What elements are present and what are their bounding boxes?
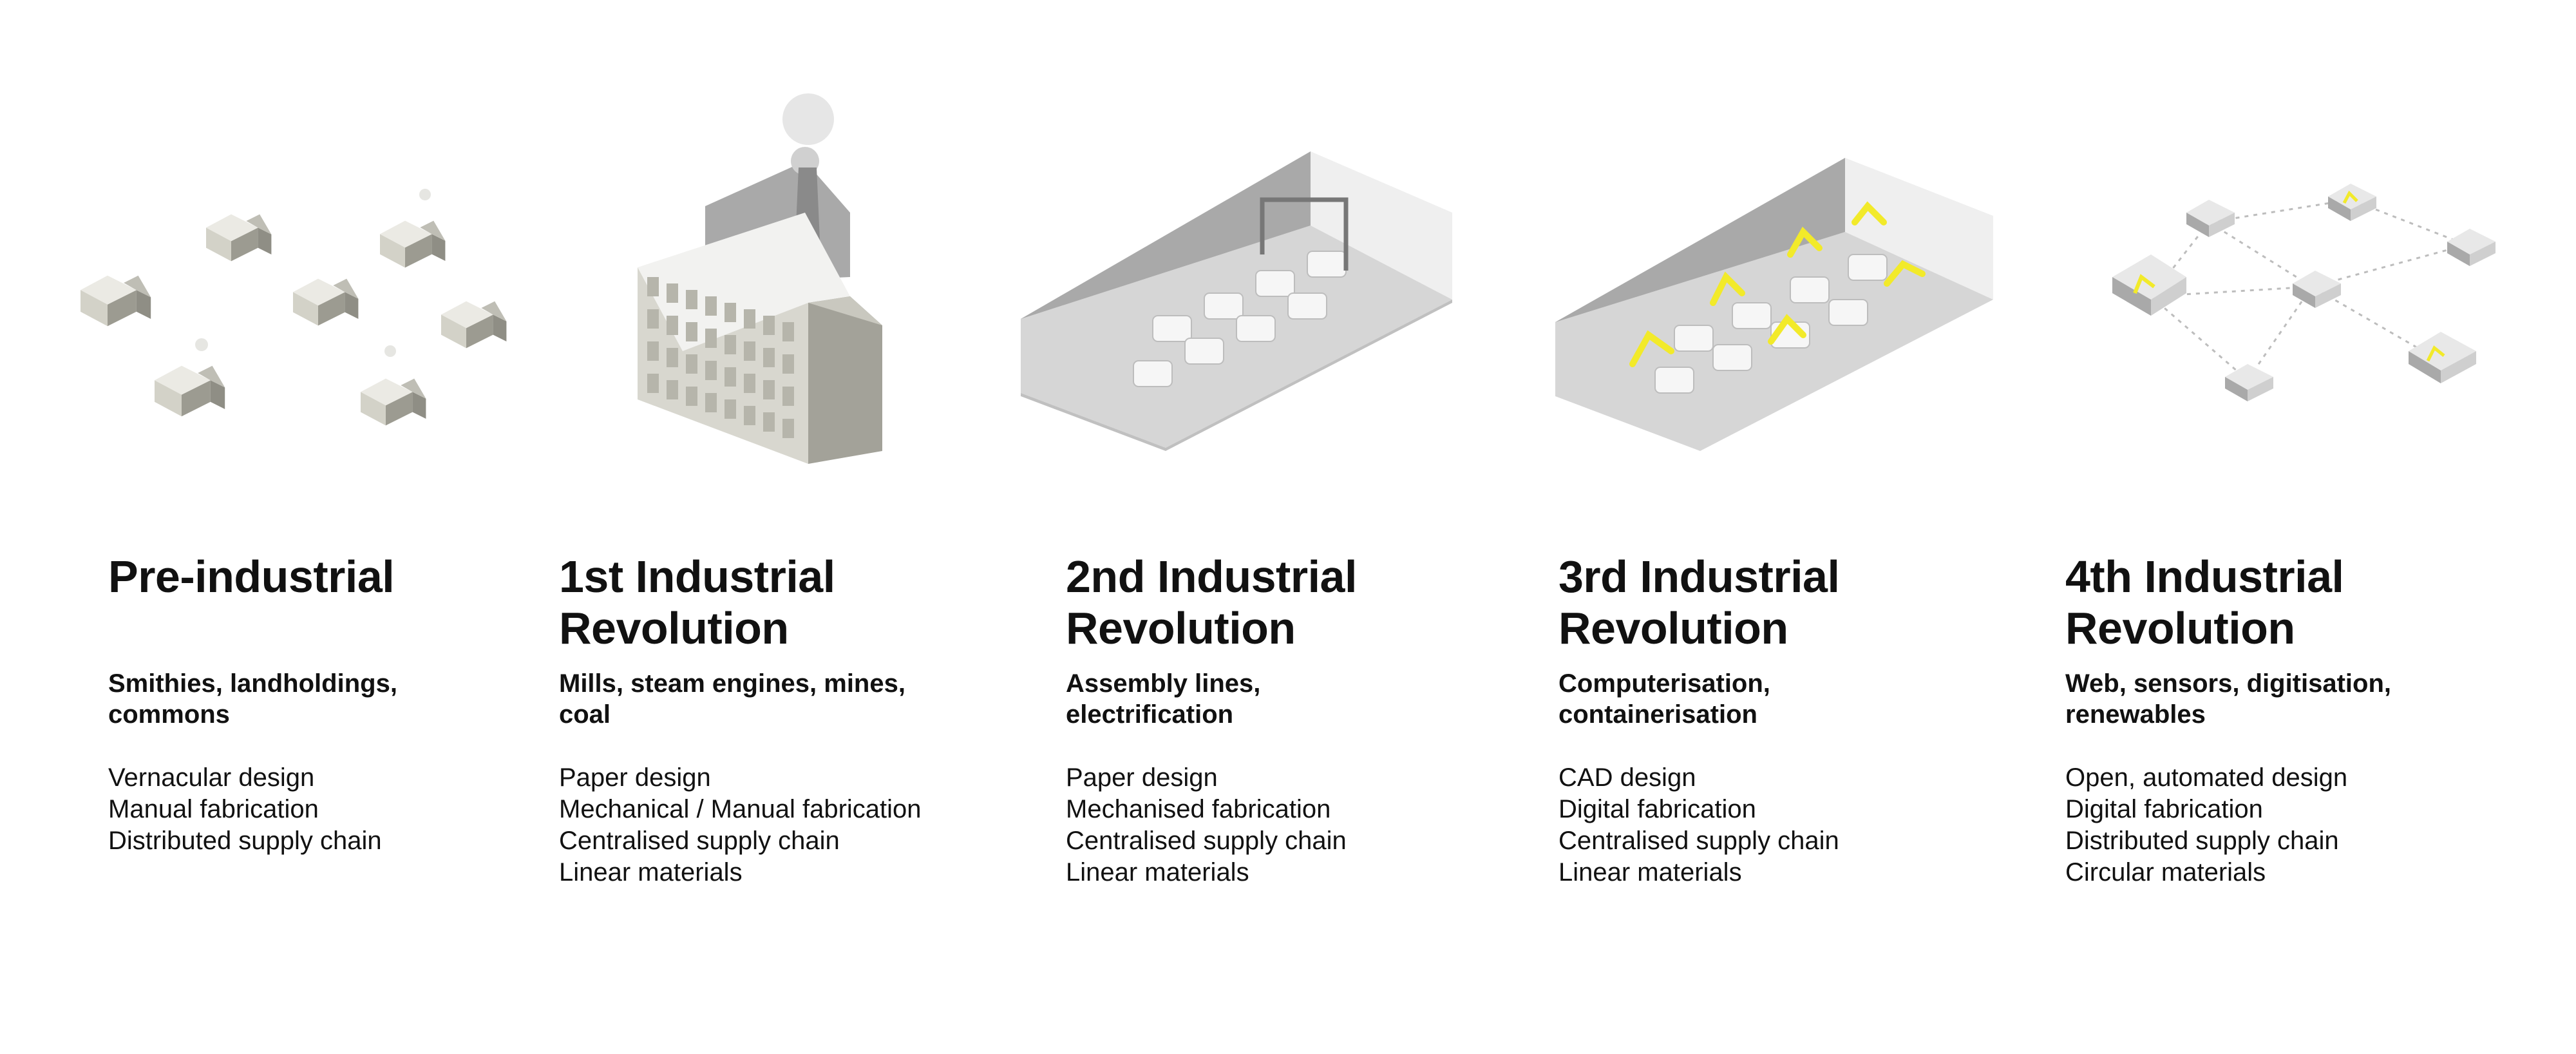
attribute-line: Paper design bbox=[559, 763, 711, 792]
illustrations bbox=[80, 93, 2496, 464]
era-attributes: Open, automated design Digital fabricati… bbox=[2065, 762, 2516, 888]
robot-factory-icon bbox=[1555, 158, 1993, 451]
era-attributes: Paper design Mechanised fabrication Cent… bbox=[1066, 762, 1517, 888]
attribute-line: Open, automated design bbox=[2065, 763, 2348, 792]
era-title: 4th Industrial Revolution bbox=[2065, 551, 2344, 653]
attribute-line: Linear materials bbox=[1558, 858, 1742, 886]
attribute-line: Manual fabrication bbox=[108, 795, 319, 823]
attribute-line: Distributed supply chain bbox=[2065, 827, 2339, 855]
era-column-1st-industrial-revolution: 1st Industrial Revolution Mills, steam e… bbox=[559, 551, 1010, 888]
era-technologies: Mills, steam engines, mines, coal bbox=[559, 669, 905, 729]
attribute-line: Distributed supply chain bbox=[108, 827, 382, 855]
era-column-4th-industrial-revolution: 4th Industrial Revolution Web, sensors, … bbox=[2065, 551, 2516, 888]
attribute-line: Digital fabrication bbox=[2065, 795, 2263, 823]
era-column-3rd-industrial-revolution: 3rd Industrial Revolution Computerisatio… bbox=[1558, 551, 2009, 888]
era-title: 3rd Industrial Revolution bbox=[1558, 551, 1840, 653]
era-technologies: Web, sensors, digitisation, renewables bbox=[2065, 669, 2392, 729]
attribute-line: Linear materials bbox=[559, 858, 743, 886]
era-column-pre-industrial: Pre-industrial Smithies, landholdings, c… bbox=[108, 551, 559, 857]
cottages-icon bbox=[80, 189, 507, 426]
mill-factory-icon bbox=[638, 93, 882, 464]
attribute-line: Linear materials bbox=[1066, 858, 1249, 886]
era-technologies: Assembly lines, electrification bbox=[1066, 669, 1261, 729]
era-attributes: Vernacular design Manual fabrication Dis… bbox=[108, 762, 559, 857]
era-title: 2nd Industrial Revolution bbox=[1066, 551, 1357, 653]
era-technologies: Smithies, landholdings, commons bbox=[108, 669, 397, 729]
era-title: Pre-industrial bbox=[108, 551, 395, 602]
attribute-line: Centralised supply chain bbox=[1558, 827, 1839, 855]
assembly-hall-icon bbox=[1021, 151, 1452, 451]
attribute-line: Mechanised fabrication bbox=[1066, 795, 1331, 823]
attribute-line: Centralised supply chain bbox=[1066, 827, 1347, 855]
attribute-line: Digital fabrication bbox=[1558, 795, 1756, 823]
attribute-line: Circular materials bbox=[2065, 858, 2266, 886]
era-attributes: CAD design Digital fabrication Centralis… bbox=[1558, 762, 2009, 888]
attribute-line: Vernacular design bbox=[108, 763, 315, 792]
era-technologies: Computerisation, containerisation bbox=[1558, 669, 1770, 729]
attribute-line: Mechanical / Manual fabrication bbox=[559, 795, 922, 823]
era-title: 1st Industrial Revolution bbox=[559, 551, 835, 653]
attribute-line: Paper design bbox=[1066, 763, 1218, 792]
attribute-line: CAD design bbox=[1558, 763, 1696, 792]
networked-microfactories-icon bbox=[2112, 184, 2496, 401]
era-attributes: Paper design Mechanical / Manual fabrica… bbox=[559, 762, 1010, 888]
era-column-2nd-industrial-revolution: 2nd Industrial Revolution Assembly lines… bbox=[1066, 551, 1517, 888]
attribute-line: Centralised supply chain bbox=[559, 827, 840, 855]
